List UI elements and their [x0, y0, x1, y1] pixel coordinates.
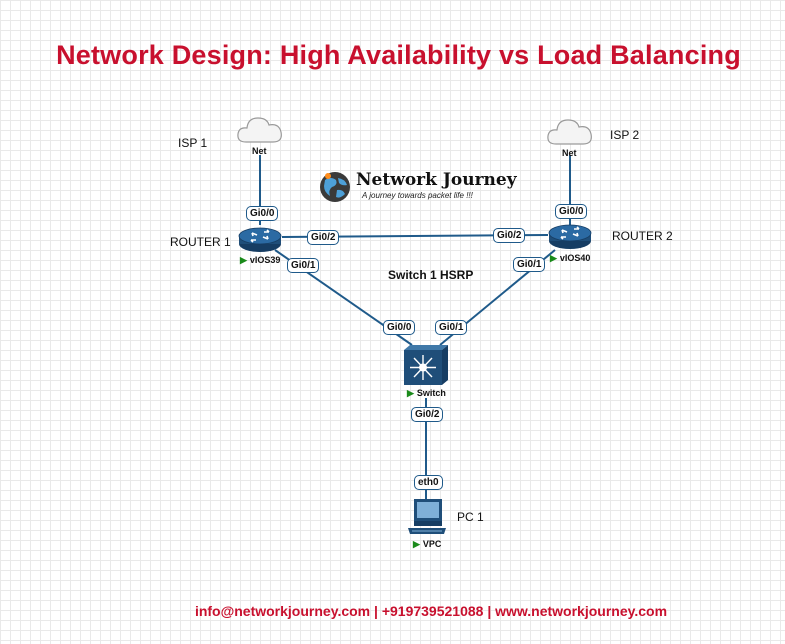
port-label: Gi0/0 — [383, 320, 416, 335]
logo-name: Network Journey — [356, 170, 517, 190]
port-label: eth0 — [414, 475, 443, 490]
pc-hostname-text: VPC — [422, 539, 442, 549]
cloud1-label: Net — [252, 146, 267, 156]
pc-icon — [408, 499, 446, 534]
router-icon — [548, 224, 592, 249]
running-icon: ▶ — [550, 253, 557, 263]
port-label: Gi0/2 — [411, 407, 444, 422]
diagram-title: Network Design: High Availability vs Loa… — [56, 40, 741, 70]
running-icon: ▶ — [407, 388, 414, 398]
router-icon — [238, 227, 282, 252]
port-label: Gi0/1 — [513, 257, 546, 272]
switch-hsrp-label: Switch 1 HSRP — [388, 268, 474, 282]
port-label: Gi0/0 — [555, 204, 588, 219]
port-label: Gi0/2 — [493, 228, 526, 243]
running-icon: ▶ — [413, 539, 420, 549]
cloud2-label: Net — [562, 148, 577, 158]
globe-icon — [320, 172, 350, 202]
logo-tagline: A journey towards packet life !!! — [362, 191, 473, 200]
isp2-label: ISP 2 — [610, 128, 640, 142]
pc-hostname: ▶VPC — [413, 539, 441, 550]
port-label: Gi0/2 — [307, 230, 340, 245]
router1-hostname-text: vIOS39 — [249, 255, 281, 265]
router2-hostname-text: vIOS40 — [559, 253, 591, 263]
port-label: Gi0/1 — [287, 258, 320, 273]
switch-hostname: ▶Switch — [407, 388, 446, 399]
router2-label: ROUTER 2 — [612, 229, 673, 243]
pc1-label: PC 1 — [457, 510, 484, 524]
cloud-icon — [237, 117, 282, 143]
cloud-icon — [547, 119, 592, 145]
port-label: Gi0/1 — [435, 320, 468, 335]
contact-footer: info@networkjourney.com | +919739521088 … — [194, 603, 668, 619]
switch-hostname-text: Switch — [416, 388, 446, 398]
router1-hostname: ▶vIOS39 — [240, 255, 280, 266]
running-icon: ▶ — [240, 255, 247, 265]
router1-label: ROUTER 1 — [170, 235, 231, 249]
port-label: Gi0/0 — [246, 206, 279, 221]
switch-icon — [404, 345, 448, 385]
router2-hostname: ▶vIOS40 — [550, 253, 590, 264]
isp1-label: ISP 1 — [178, 136, 208, 150]
